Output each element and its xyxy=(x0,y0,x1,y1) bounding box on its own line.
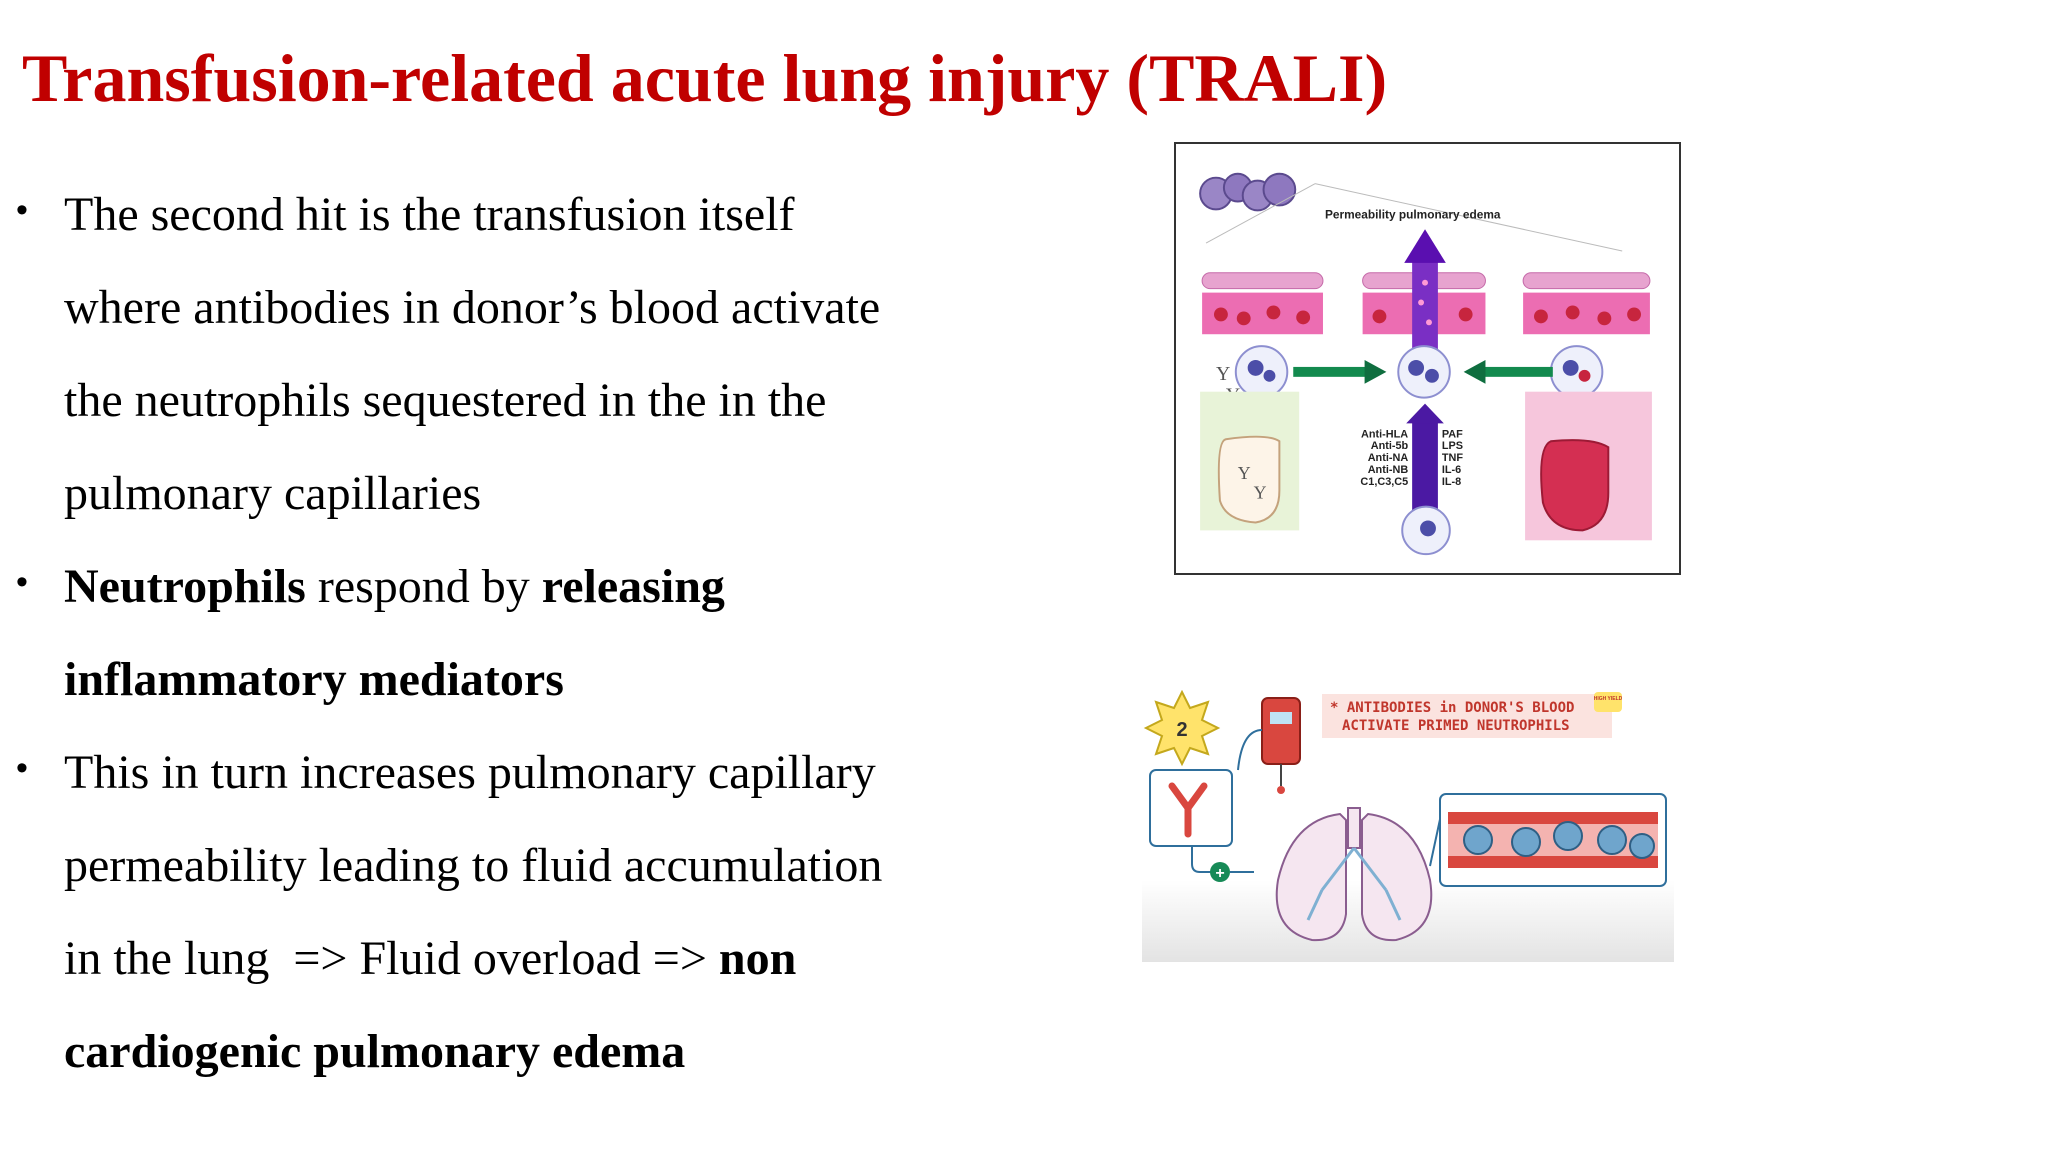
left-neutrophil xyxy=(1234,345,1289,399)
bullet-marker: • xyxy=(16,563,28,601)
bullet-line: permeability leading to fluid accumulati… xyxy=(64,819,1004,912)
body-text: in the lung => Fluid overload => xyxy=(64,932,719,985)
alveoli-illustration xyxy=(1199,172,1297,212)
plasma-bag-illustration: Y Y xyxy=(1200,391,1300,531)
permeability-label: Permeability pulmonary edema xyxy=(1325,207,1501,221)
bullet-item: • This in turn increases pulmonary capill… xyxy=(14,726,1004,1098)
bullet-line: in the lung => Fluid overload => non xyxy=(64,912,1004,1005)
body-text: The second hit is the transfusion itself xyxy=(64,188,795,241)
bold-text: non xyxy=(718,932,797,985)
antibody-icon: Y xyxy=(1216,363,1230,385)
caption-line-1: * ANTIBODIES in DONOR'S BLOOD xyxy=(1330,700,1574,716)
body-text: This in turn increases pulmonary capilla… xyxy=(64,746,876,799)
antibody-icon xyxy=(1149,769,1233,847)
bullet-item: • Neutrophils respond by releasing inflamm… xyxy=(14,540,1004,726)
edema-arrow xyxy=(1404,229,1446,353)
mediator-label: IL-6 xyxy=(1442,464,1461,476)
endothelium-left xyxy=(1201,272,1324,335)
bullet-marker: • xyxy=(16,749,28,787)
body-text: pulmonary capillaries xyxy=(64,467,482,520)
bold-text: cardiogenic pulmonary edema xyxy=(64,1025,686,1078)
bullet-line: The second hit is the transfusion itself xyxy=(64,168,1004,261)
capillary-closeup xyxy=(1439,793,1667,887)
antibody-label: Anti-HLA xyxy=(1361,428,1408,440)
bold-text: inflammatory mediators xyxy=(64,653,564,706)
mediator-label: IL-8 xyxy=(1442,476,1461,488)
mediator-label: LPS xyxy=(1442,440,1463,452)
iv-bag-icon xyxy=(1261,697,1301,794)
high-yield-badge: HIGH YIELD xyxy=(1594,692,1623,712)
antibody-label: C1,C3,C5 xyxy=(1360,476,1408,488)
caption-line-2: ACTIVATE PRIMED NEUTROPHILS xyxy=(1342,718,1570,734)
slide-title: Transfusion-related acute lung injury (T… xyxy=(22,40,1388,116)
plus-icon: + xyxy=(1210,862,1254,882)
bullet-line: This in turn increases pulmonary capilla… xyxy=(64,726,1004,819)
bullet-line: the neutrophils sequestered in the in th… xyxy=(64,354,1004,447)
pathophysiology-diagram: Permeability pulmonary edema xyxy=(1199,172,1652,556)
primed-neutrophil xyxy=(1397,345,1451,399)
svg-text:+: + xyxy=(1215,865,1224,882)
bullet-item: • The second hit is the transfusion itsel… xyxy=(14,168,1004,540)
step-badge: 2 xyxy=(1143,690,1221,767)
body-text: the neutrophils sequestered in the in th… xyxy=(64,374,827,427)
antibody-label: Anti-NA xyxy=(1368,452,1409,464)
svg-text:Y: Y xyxy=(1254,483,1267,503)
body-text: permeability leading to fluid accumulati… xyxy=(64,839,883,892)
lungs-illustration xyxy=(1275,807,1433,942)
bullet-marker: • xyxy=(16,191,28,229)
antibody-label: Anti-5b xyxy=(1371,440,1409,452)
bottom-neutrophil xyxy=(1401,505,1451,556)
green-arrow-right xyxy=(1293,359,1387,384)
bullet-line: inflammatory mediators xyxy=(64,633,1004,726)
cartoon-illustration: 2 + xyxy=(1143,690,1667,942)
endothelium-right xyxy=(1522,272,1651,335)
cartoon-caption: * ANTIBODIES in DONOR'S BLOOD ACTIVATE P… xyxy=(1322,694,1612,738)
blood-bag-illustration xyxy=(1525,391,1652,541)
bold-text: Neutrophils xyxy=(64,560,306,613)
bullet-line: where antibodies in donor’s blood activa… xyxy=(64,261,1004,354)
bullet-line: pulmonary capillaries xyxy=(64,447,1004,540)
bold-text: releasing xyxy=(541,560,725,613)
body-text: respond by xyxy=(305,560,542,613)
step-number: 2 xyxy=(1176,719,1187,741)
right-neutrophil xyxy=(1549,345,1604,399)
svg-text:Y: Y xyxy=(1238,463,1251,483)
bullet-line: Neutrophils respond by releasing xyxy=(64,540,1004,633)
trali-pathophysiology-figure: Permeability pulmonary edema xyxy=(1174,142,1681,575)
antibody-label: Anti-NB xyxy=(1368,464,1409,476)
body-text: where antibodies in donor’s blood activa… xyxy=(64,281,881,334)
bullet-line: cardiogenic pulmonary edema xyxy=(64,1005,1004,1098)
mediator-label: PAF xyxy=(1442,428,1463,440)
mediator-arrow xyxy=(1406,403,1444,511)
mediator-label: TNF xyxy=(1442,452,1463,464)
svg-text:HIGH YIELD: HIGH YIELD xyxy=(1594,696,1623,702)
bullet-list: • The second hit is the transfusion itsel… xyxy=(14,168,1004,1098)
green-arrow-left xyxy=(1463,359,1553,384)
antibody-activation-cartoon: 2 + xyxy=(1142,690,1674,962)
